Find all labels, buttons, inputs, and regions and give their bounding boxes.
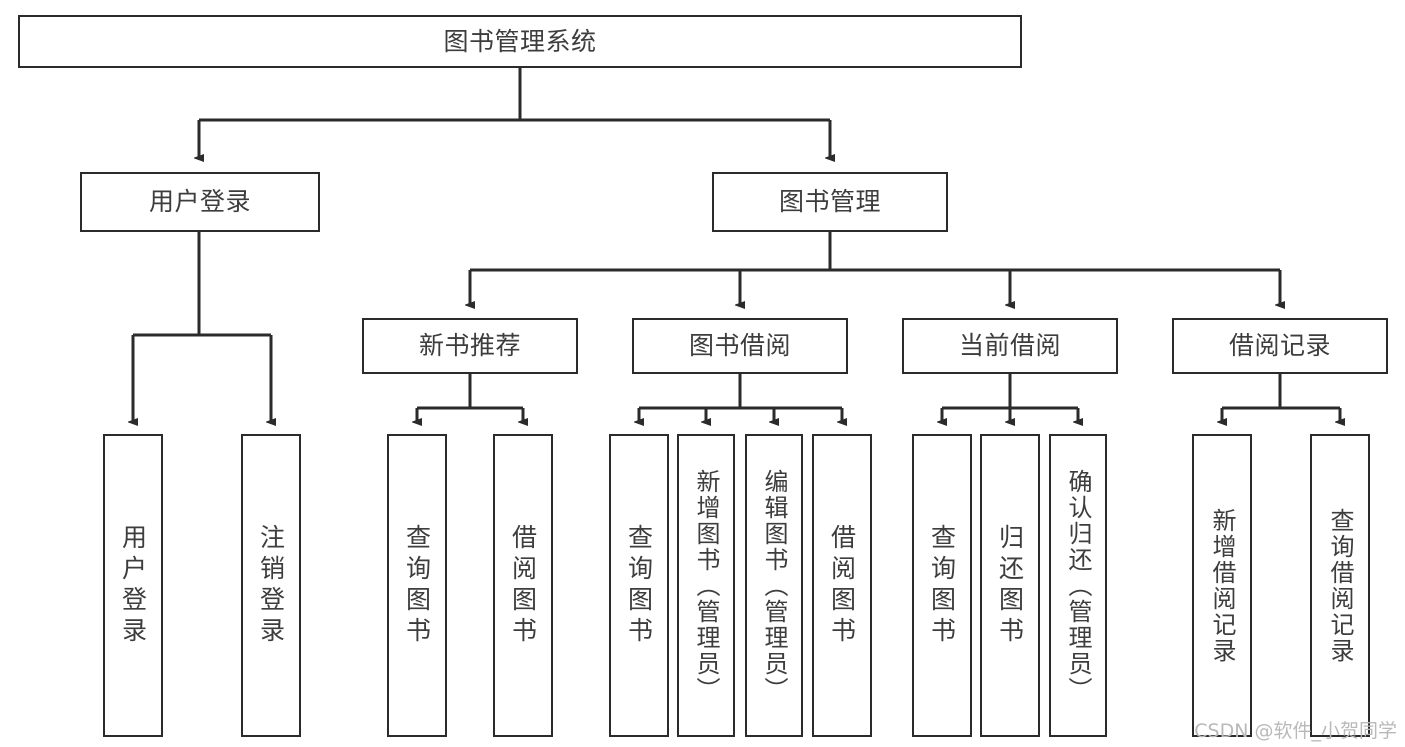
- node-leaf-query-book-2[interactable]: 查询图书: [609, 434, 669, 737]
- node-leaf-query-record-label: 查询借阅记录: [1326, 507, 1354, 664]
- node-leaf-borrow-book-1-label: 借阅图书: [508, 523, 538, 648]
- node-leaf-confirm-return-label: 确认归还（管理员）: [1064, 468, 1092, 703]
- node-borrow-record[interactable]: 借阅记录: [1172, 318, 1388, 374]
- node-new-book-rec[interactable]: 新书推荐: [362, 318, 578, 374]
- node-user-login[interactable]: 用户登录: [80, 172, 320, 232]
- node-root-label: 图书管理系统: [443, 26, 597, 56]
- node-leaf-query-book-3[interactable]: 查询图书: [912, 434, 972, 737]
- node-book-borrow-label: 图书借阅: [688, 331, 791, 361]
- node-book-manage-label: 图书管理: [778, 187, 881, 217]
- node-leaf-query-book-1-label: 查询图书: [402, 523, 432, 648]
- node-leaf-query-book-2-label: 查询图书: [624, 523, 654, 648]
- node-user-login-label: 用户登录: [148, 187, 251, 217]
- node-root[interactable]: 图书管理系统: [18, 15, 1022, 68]
- node-leaf-borrow-book-2-label: 借阅图书: [827, 523, 857, 648]
- node-book-manage[interactable]: 图书管理: [712, 172, 948, 232]
- node-book-borrow[interactable]: 图书借阅: [632, 318, 848, 374]
- node-leaf-add-book-label: 新增图书（管理员）: [692, 468, 720, 703]
- node-current-borrow[interactable]: 当前借阅: [902, 318, 1118, 374]
- node-leaf-query-book-3-label: 查询图书: [927, 523, 957, 648]
- node-leaf-query-record[interactable]: 查询借阅记录: [1310, 434, 1370, 737]
- node-leaf-add-book[interactable]: 新增图书（管理员）: [677, 434, 735, 737]
- node-leaf-add-record-label: 新增借阅记录: [1208, 507, 1236, 664]
- node-borrow-record-label: 借阅记录: [1228, 331, 1331, 361]
- node-leaf-user-logout-label: 注销登录: [256, 523, 286, 648]
- node-leaf-return-book-label: 归还图书: [995, 523, 1025, 648]
- node-leaf-query-book-1[interactable]: 查询图书: [387, 434, 447, 737]
- csdn-watermark: CSDN @软件_小贺同学: [1194, 720, 1397, 742]
- node-leaf-return-book[interactable]: 归还图书: [980, 434, 1040, 737]
- node-leaf-add-record[interactable]: 新增借阅记录: [1192, 434, 1252, 737]
- node-new-book-rec-label: 新书推荐: [418, 331, 521, 361]
- node-leaf-edit-book[interactable]: 编辑图书（管理员）: [745, 434, 803, 737]
- node-leaf-user-logout[interactable]: 注销登录: [241, 434, 301, 737]
- node-leaf-borrow-book-2[interactable]: 借阅图书: [812, 434, 872, 737]
- node-leaf-edit-book-label: 编辑图书（管理员）: [760, 468, 788, 703]
- node-leaf-borrow-book-1[interactable]: 借阅图书: [493, 434, 553, 737]
- node-current-borrow-label: 当前借阅: [958, 331, 1061, 361]
- node-leaf-user-login[interactable]: 用户登录: [103, 434, 163, 737]
- node-leaf-confirm-return[interactable]: 确认归还（管理员）: [1049, 434, 1107, 737]
- node-leaf-user-login-label: 用户登录: [118, 523, 148, 648]
